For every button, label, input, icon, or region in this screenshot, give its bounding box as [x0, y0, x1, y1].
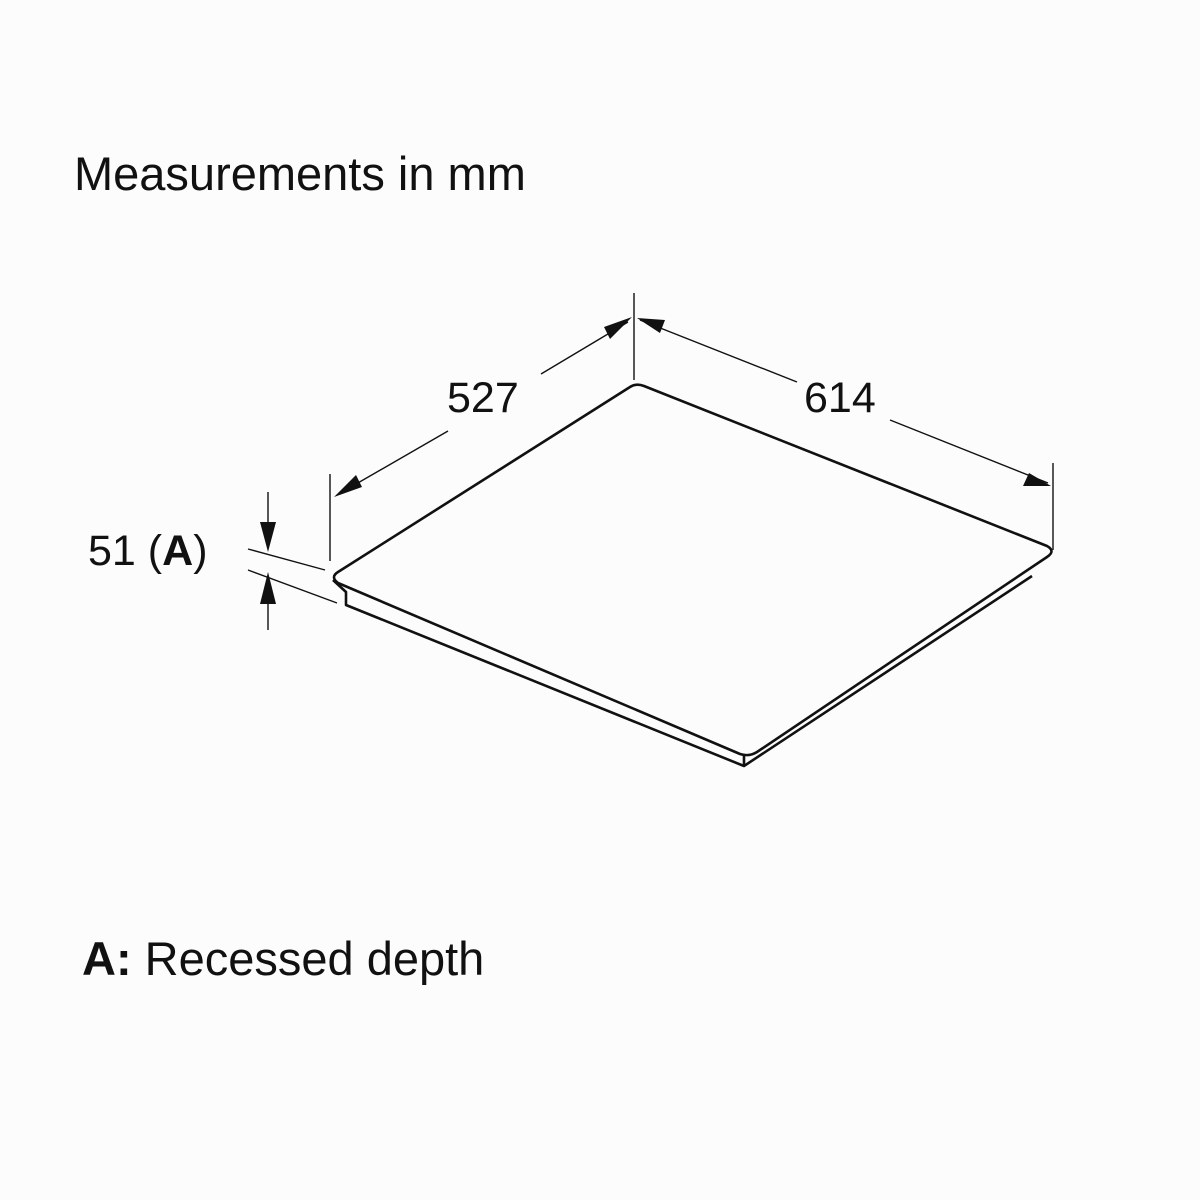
width-arrowhead-right	[1023, 473, 1051, 486]
recessed-depth-paren-open: (	[136, 527, 163, 575]
hob-recessed-base	[332, 574, 1033, 768]
recessed-depth-letter: A	[162, 527, 193, 575]
recessed-depth-value: 51	[88, 527, 136, 575]
depth-dimension-label: 527	[447, 374, 519, 422]
depth-arrowhead-back	[604, 317, 632, 339]
depth-arrowhead-front	[334, 475, 362, 497]
recessed-depth-label: 51 (A)	[88, 527, 208, 575]
hob-top-surface	[332, 383, 1053, 757]
recessed-depth-paren-close: )	[193, 527, 207, 575]
diagram-title: Measurements in mm	[74, 147, 526, 200]
width-dimension-line-upper	[639, 319, 798, 383]
width-arrowhead-back	[637, 318, 665, 333]
recess-arrowhead-bottom	[260, 572, 276, 604]
recess-extension-line-top	[247, 548, 326, 571]
legend-text: Recessed depth	[132, 932, 485, 985]
width-dimension-line-lower	[889, 419, 1049, 484]
width-dimension-label: 614	[804, 374, 876, 422]
legend: A: Recessed depth	[82, 932, 484, 985]
recess-arrowhead-top	[260, 522, 276, 552]
recess-extension-line-bottom	[247, 569, 338, 604]
legend-key: A:	[82, 932, 132, 985]
